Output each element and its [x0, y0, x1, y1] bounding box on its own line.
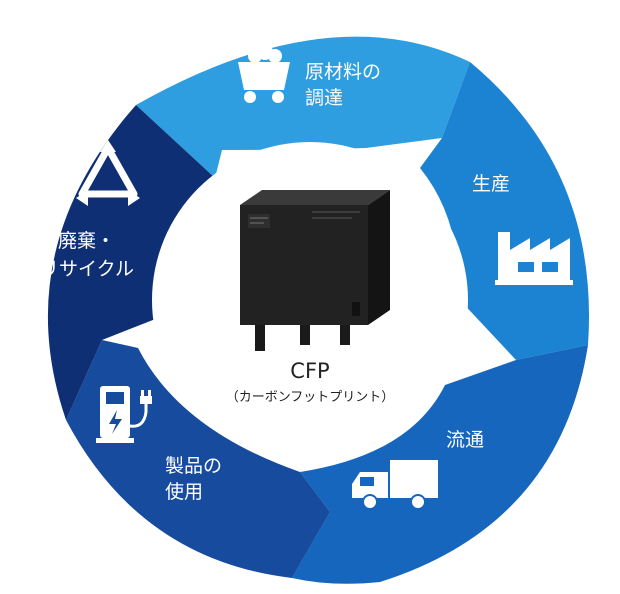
center-title: CFP: [290, 359, 329, 383]
stage-label-line: 生産: [472, 173, 510, 195]
stage-production: 生産: [472, 173, 573, 285]
stage-label-line: 製品の: [165, 455, 222, 477]
segment-raw-materials: [136, 36, 470, 178]
ev-charger-icon: [96, 386, 152, 443]
stage-distribution: 流通: [352, 429, 484, 510]
stage-label-line: 流通: [446, 429, 484, 451]
segment-product-use: [66, 340, 330, 578]
stage-raw-materials: 原材料の 調達: [238, 44, 381, 109]
stage-label-line: 使用: [165, 481, 203, 503]
recycle-icon: [76, 140, 140, 206]
center-subtitle: （カーボンフットプリント）: [226, 390, 395, 405]
stage-label-line: 調達: [305, 87, 343, 109]
factory-icon: [495, 232, 573, 285]
stage-label-line: リサイクル: [40, 258, 134, 280]
relay-component-image: [240, 190, 390, 351]
truck-icon: [352, 460, 438, 510]
stage-product-use: 製品の 使用: [96, 386, 222, 503]
mining-cart-icon: [238, 44, 290, 103]
stage-disposal-recycle: 廃棄・ リサイクル: [40, 140, 140, 280]
stage-label-line: 原材料の: [305, 61, 381, 83]
stage-label-line: 廃棄・: [58, 230, 115, 252]
segment-distribution: [292, 345, 588, 584]
